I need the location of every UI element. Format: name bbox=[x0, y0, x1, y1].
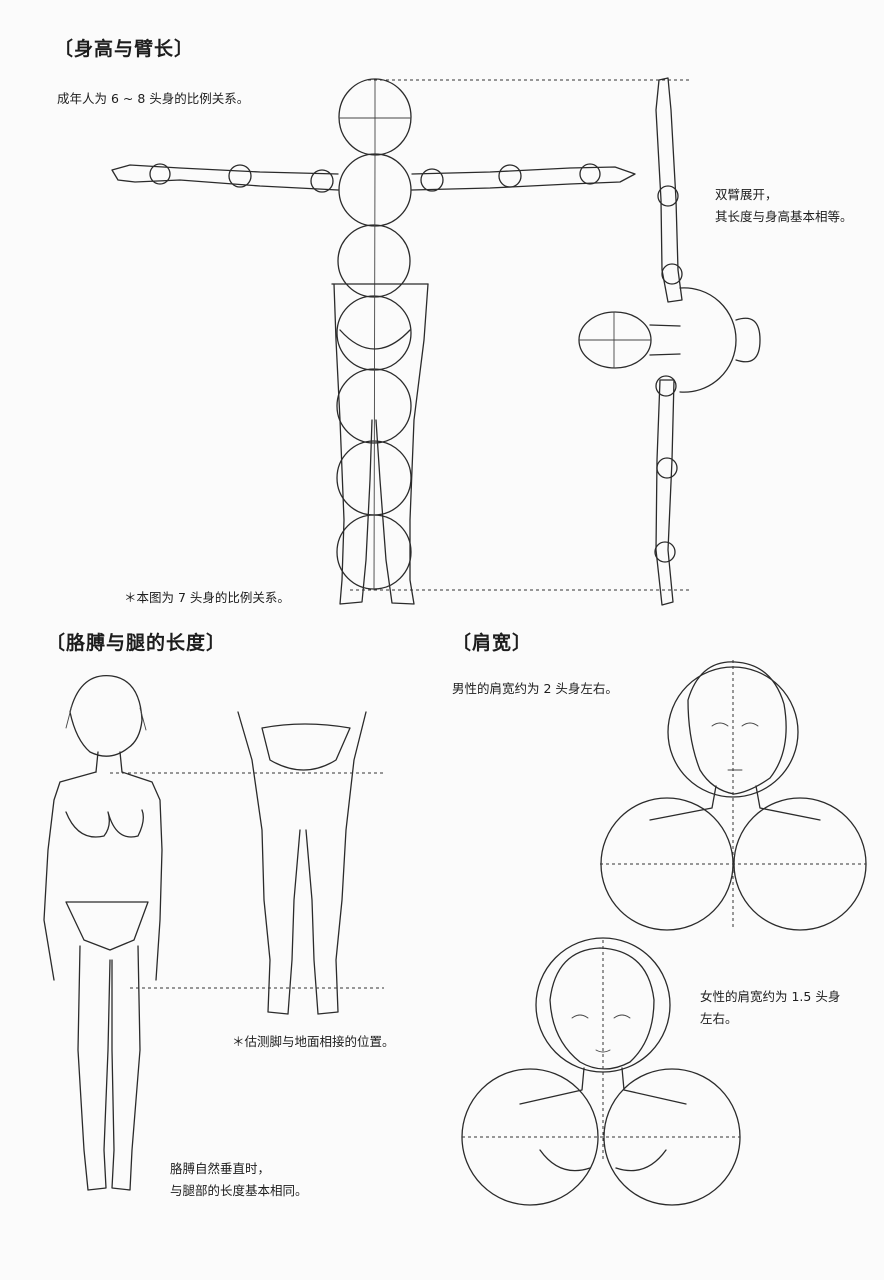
section-title-height-arm: 〔身高与臂长〕 bbox=[54, 38, 195, 60]
arm-span-note-line2: 其长度与身高基本相等。 bbox=[715, 209, 853, 224]
female-shoulder-note-line2: 左右。 bbox=[700, 1011, 738, 1026]
section-title-shoulder: 〔肩宽〕 bbox=[452, 632, 533, 654]
height-intro-text: 成年人为 6 ~ 8 头身的比例关系。 bbox=[57, 91, 250, 106]
t-pose-left-arm bbox=[111, 164, 339, 191]
female-shoulder-diagram bbox=[461, 937, 741, 1206]
woman-head bbox=[69, 675, 143, 757]
female-shoulder-note-line1: 女性的肩宽约为 1.5 头身 bbox=[700, 989, 841, 1004]
arm-span-note-line1: 双臂展开， bbox=[715, 187, 778, 202]
t-pose-left-leg bbox=[333, 283, 373, 605]
male-shoulder-diagram bbox=[600, 660, 867, 931]
seven-heads-footnote: ＊本图为 7 头身的比例关系。 bbox=[124, 590, 290, 605]
section-title-arm-leg: 〔胳膊与腿的长度〕 bbox=[46, 632, 227, 654]
arm-leg-caption-line2: 与腿部的长度基本相同。 bbox=[170, 1183, 308, 1198]
lower-body-closeup bbox=[237, 711, 367, 1015]
arm-span-figure bbox=[578, 77, 761, 606]
arm-leg-caption-line1: 胳膊自然垂直时， bbox=[170, 1161, 271, 1176]
male-shoulder-note: 男性的肩宽约为 2 头身左右。 bbox=[452, 681, 618, 696]
foot-ground-footnote: ＊估测脚与地面相接的位置。 bbox=[232, 1034, 395, 1049]
t-pose-figure bbox=[111, 78, 636, 605]
woman-full-figure bbox=[43, 675, 163, 1191]
t-pose-right-arm bbox=[411, 166, 636, 191]
